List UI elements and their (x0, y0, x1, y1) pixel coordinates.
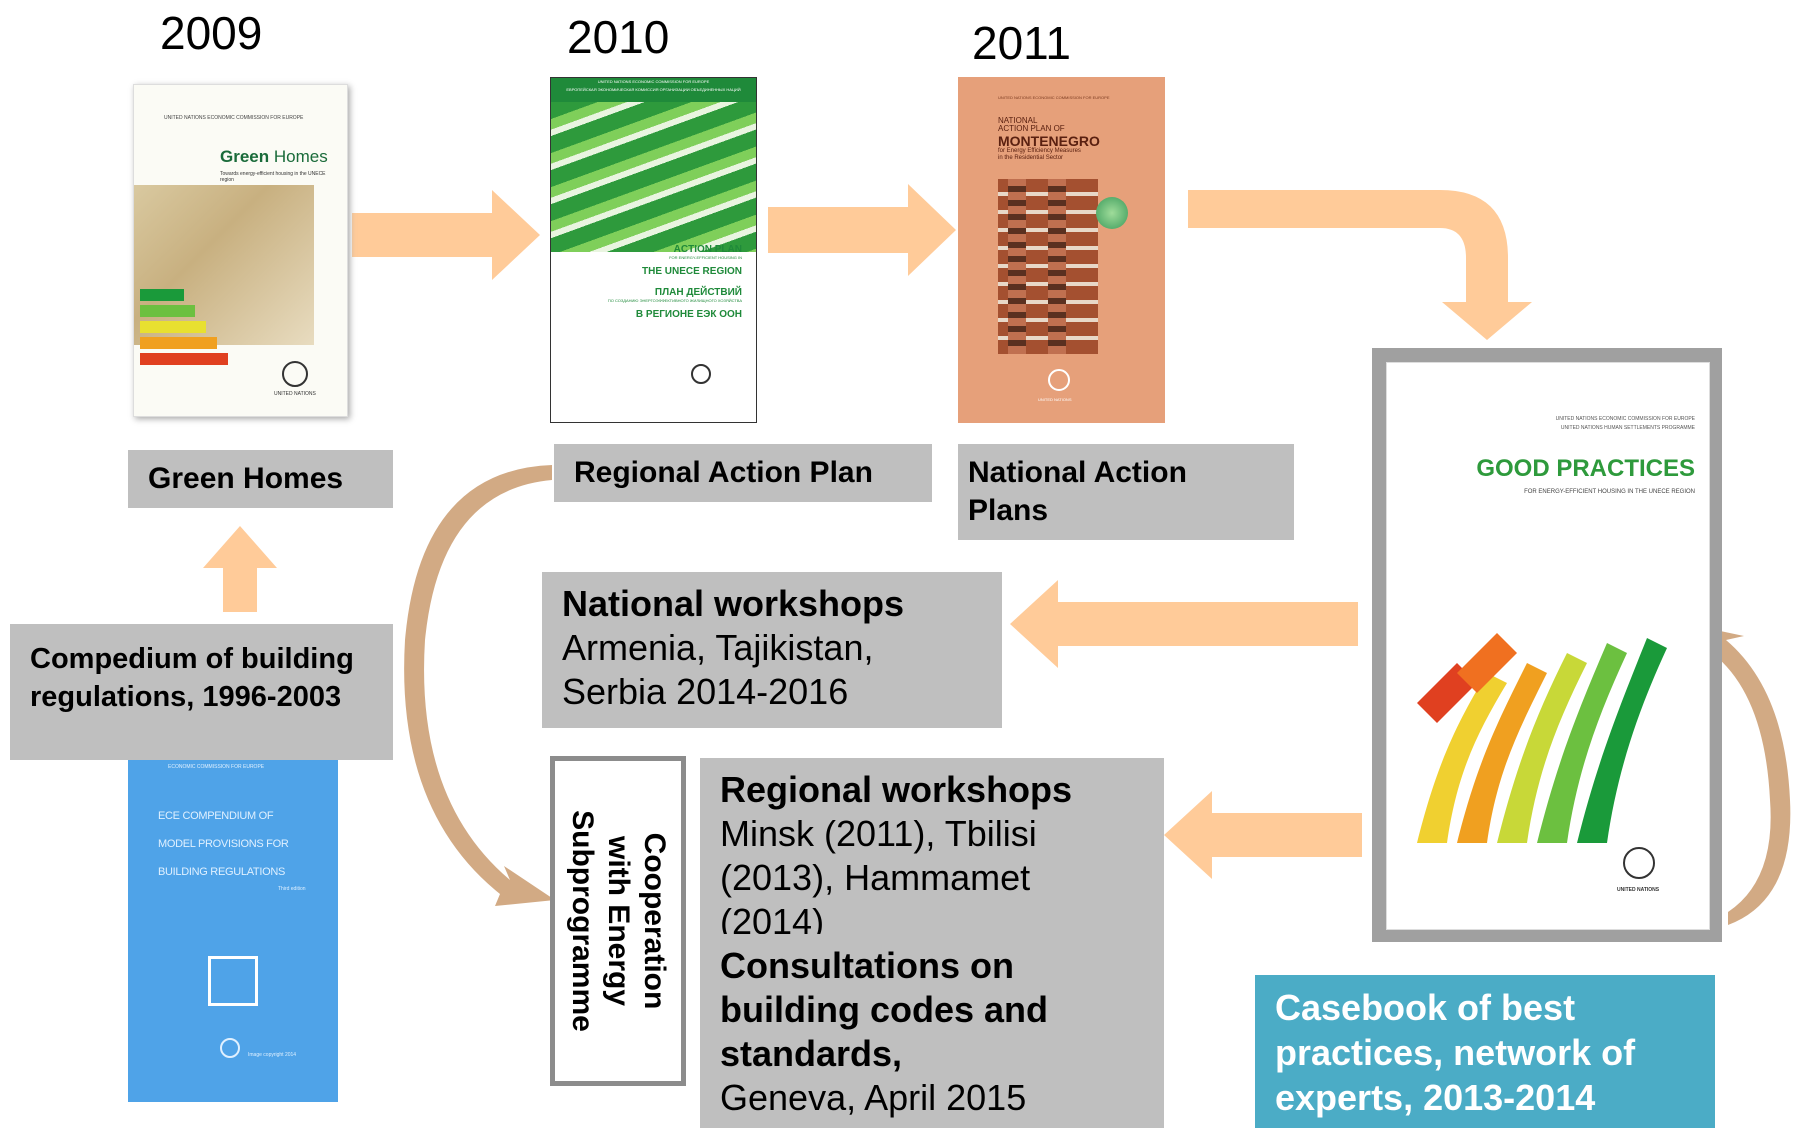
action-plan-cover-header-2: ЕВРОПЕЙСКАЯ ЭКОНОМИЧЕСКАЯ КОМИССИЯ ОРГАН… (566, 87, 741, 92)
compendium-cover-header: ECONOMIC COMMISSION FOR EUROPE (168, 764, 265, 770)
green-homes-cover-image (134, 185, 314, 345)
casebook-text: Casebook of best practices, network of e… (1275, 987, 1636, 1118)
consultations-body: Geneva, April 2015 (720, 1077, 1027, 1118)
good-practices-cover: UNITED NATIONS ECONOMIC COMMISSION FOR E… (1386, 362, 1710, 930)
green-homes-cover-title-a: Green (220, 147, 270, 166)
compendium-title-2: MODEL PROVISIONS FOR (158, 838, 289, 850)
label-regional-action-plan-text: Regional Action Plan (574, 456, 873, 489)
montenegro-title-5: in the Residential Sector (998, 154, 1064, 161)
energy-ribbons-image (1417, 633, 1667, 843)
house-family-icon (208, 956, 258, 1006)
action-plan-line-5: ПО СОЗДАНИЮ ЭНЕРГОЭФФЕКТИВНОГО ЖИЛИЩНОГО… (607, 298, 742, 303)
year-2010: 2010 (567, 11, 670, 63)
un-emblem-icon (1623, 847, 1655, 879)
compendium-title-1: ECE COMPENDIUM OF (158, 810, 274, 822)
compendium-title-3: BUILDING REGULATIONS (158, 866, 286, 878)
label-compendium-text: Compedium of building regulations, 1996-… (30, 643, 354, 713)
montenegro-cover-footer: UNITED NATIONS (1038, 397, 1072, 402)
green-homes-cover-title-b: Homes (273, 147, 328, 166)
good-practices-subtitle: FOR ENERGY-EFFICIENT HOUSING IN THE UNEC… (1524, 489, 1695, 495)
consultations-box: Consultations on building codes and stan… (700, 934, 1164, 1128)
action-plan-cover-header-1: UNITED NATIONS ECONOMIC COMMISSION FOR E… (597, 79, 710, 84)
good-practices-frame: UNITED NATIONS ECONOMIC COMMISSION FOR E… (1372, 348, 1722, 942)
green-houses-image (551, 102, 756, 252)
good-practices-footer: UNITED NATIONS (1617, 887, 1660, 893)
arrow-2011-to-good-practices (1188, 190, 1532, 340)
action-plan-line-6: В РЕГИОНЕ ЕЭК ООН (635, 309, 742, 320)
arrow-compendium-to-green-homes (203, 526, 277, 612)
action-plan-text: ACTION PLAN FOR ENERGY-EFFICIENT HOUSING… (608, 244, 742, 320)
building-image (998, 179, 1098, 354)
montenegro-cover: UNITED NATIONS ECONOMIC COMMISSION FOR E… (958, 77, 1165, 423)
arrow-to-national-workshops (1010, 580, 1358, 668)
regional-workshops-box: Regional workshops Minsk (2011), Tbilisi… (700, 758, 1164, 936)
national-workshops-title: National workshops (562, 583, 905, 624)
montenegro-title-2: ACTION PLAN OF (998, 124, 1065, 134)
action-plan-line-3: THE UNECE REGION (641, 266, 742, 277)
montenegro-cover-title: NATIONAL ACTION PLAN OF MONTENEGRO for E… (998, 116, 1100, 161)
arrow-to-regional-workshops (1164, 791, 1362, 879)
good-practices-header-2: UNITED NATIONS HUMAN SETTLEMENTS PROGRAM… (1560, 425, 1695, 431)
action-plan-line-4: ПЛАН ДЕЙСТВИЙ (654, 287, 742, 298)
arrow-2010-to-2011 (768, 184, 956, 276)
un-emblem-icon (1048, 369, 1070, 391)
green-homes-cover-subtitle: Towards energy-efficient housing in the … (220, 171, 326, 183)
good-practices-header: UNITED NATIONS ECONOMIC COMMISSION FOR E… (1556, 415, 1695, 433)
green-homes-cover-title: Green Homes (220, 147, 328, 167)
national-workshops-box: National workshops Armenia, Tajikistan, … (542, 572, 1002, 728)
energy-label-bars (140, 285, 250, 405)
casebook-box: Casebook of best practices, network of e… (1255, 975, 1715, 1128)
green-homes-cover: UNITED NATIONS ECONOMIC COMMISSION FOR E… (133, 84, 348, 417)
un-emblem-icon (691, 364, 711, 384)
arrow-action-plan-to-cooperation (404, 465, 555, 906)
action-plan-line-2: FOR ENERGY-EFFICIENT HOUSING IN (669, 255, 742, 260)
action-plan-line-1: ACTION PLAN (673, 244, 742, 255)
label-national-action-plans: National Action Plans (958, 444, 1294, 540)
label-regional-action-plan: Regional Action Plan (554, 444, 932, 502)
compendium-edition: Third edition (278, 886, 306, 892)
compendium-cover-title: ECE COMPENDIUM OF MODEL PROVISIONS FOR B… (158, 802, 289, 886)
year-2009: 2009 (160, 7, 263, 59)
regional-workshops-title: Regional workshops (720, 769, 1073, 810)
globe-icon (1096, 197, 1128, 229)
arrow-2009-to-2010 (352, 190, 540, 280)
label-green-homes-text: Green Homes (148, 462, 344, 495)
action-plan-cover-header: UNITED NATIONS ECONOMIC COMMISSION FOR E… (551, 78, 756, 102)
consultations-title: Consultations on building codes and stan… (720, 945, 1049, 1074)
cooperation-text: Cooperation with Energy Subprogramme (566, 810, 671, 1032)
regional-workshops-body: Minsk (2011), Tbilisi (2013), Hammamet (… (720, 813, 1037, 936)
national-workshops-body: Armenia, Tajikistan, Serbia 2014-2016 (562, 627, 874, 712)
good-practices-title: GOOD PRACTICES (1476, 455, 1695, 482)
montenegro-title-3: MONTENEGRO (998, 132, 1100, 149)
montenegro-title-4: for Energy Efficiency Measures (998, 148, 1081, 155)
un-emblem-icon (220, 1038, 240, 1058)
compendium-cover-footer: Image copyright 2014 (248, 1052, 297, 1058)
montenegro-cover-header: UNITED NATIONS ECONOMIC COMMISSION FOR E… (998, 95, 1110, 100)
green-homes-cover-footer: UNITED NATIONS (274, 391, 316, 397)
compendium-cover: ECONOMIC COMMISSION FOR EUROPE ECE COMPE… (128, 756, 338, 1102)
montenegro-title-1: NATIONAL (998, 116, 1038, 125)
label-compendium: Compedium of building regulations, 1996-… (10, 624, 393, 760)
action-plan-cover: UNITED NATIONS ECONOMIC COMMISSION FOR E… (550, 77, 757, 423)
arrow-good-practices-loop (1706, 628, 1791, 925)
green-homes-cover-header: UNITED NATIONS ECONOMIC COMMISSION FOR E… (164, 115, 304, 121)
cooperation-box: Cooperation with Energy Subprogramme (550, 756, 686, 1086)
good-practices-header-1: UNITED NATIONS ECONOMIC COMMISSION FOR E… (1555, 416, 1695, 422)
label-national-action-plans-text: National Action Plans (968, 456, 1187, 527)
year-2011: 2011 (972, 17, 1071, 69)
un-emblem-icon (282, 361, 308, 387)
label-green-homes: Green Homes (128, 450, 393, 508)
